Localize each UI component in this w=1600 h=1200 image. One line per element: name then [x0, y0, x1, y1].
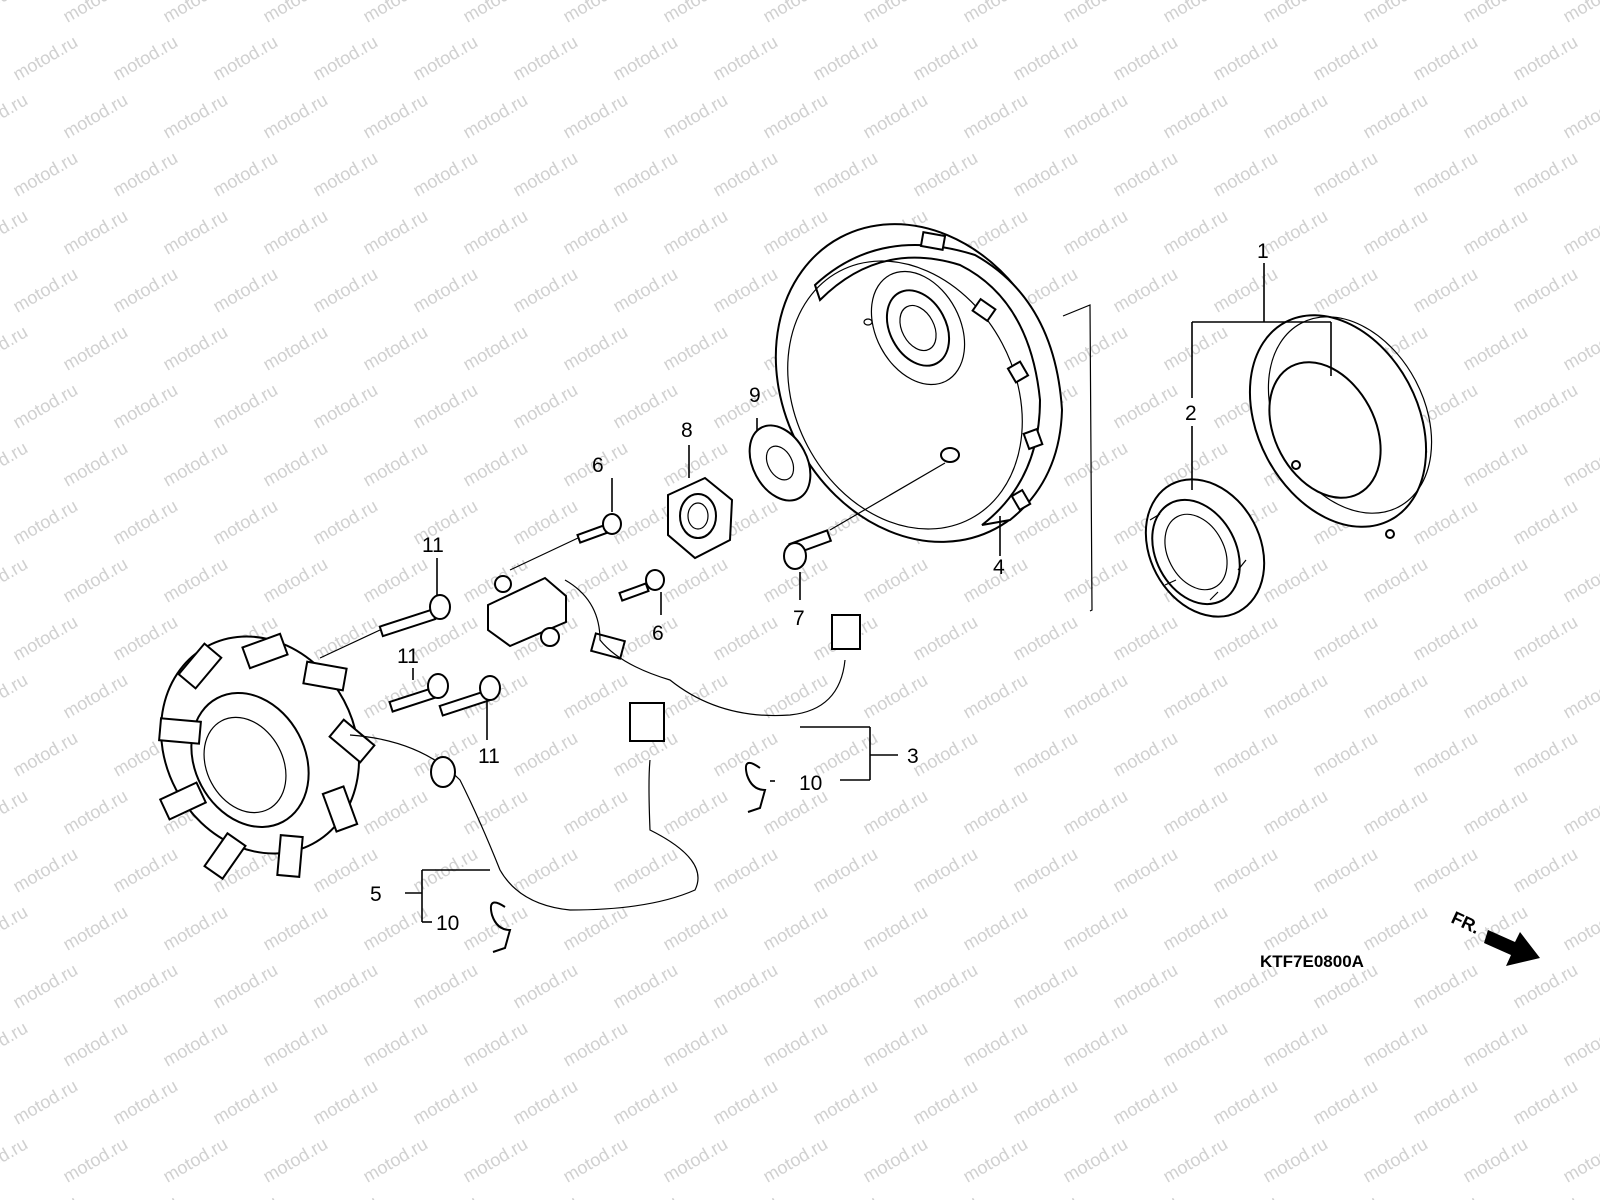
starter-driven-gear [1248, 314, 1433, 539]
stator-bolts [319, 594, 501, 717]
front-arrow: FR. [1448, 907, 1540, 966]
callout-11-middle: 11 [397, 645, 419, 668]
flange-nut [667, 476, 734, 560]
callout-2: 2 [1185, 402, 1197, 425]
wire-harness-3 [564, 579, 861, 717]
starter-clutch [1144, 478, 1266, 618]
callout-8: 8 [681, 419, 693, 442]
washer [748, 424, 812, 502]
leader-lines [405, 263, 1332, 923]
callout-10-upper: 10 [799, 772, 822, 795]
callout-3: 3 [907, 745, 919, 768]
callout-9: 9 [749, 384, 761, 407]
arrow-right-down-icon [1484, 930, 1540, 966]
callout-11-bottom: 11 [478, 745, 500, 768]
wire-harness-5 [349, 702, 699, 911]
callout-5: 5 [370, 883, 382, 906]
stator-coil [158, 632, 376, 881]
callout-7: 7 [793, 607, 805, 630]
pulse-generator [487, 575, 627, 660]
flywheel-rotor [774, 223, 1093, 612]
flywheel-bolt [783, 462, 946, 570]
screw-6-lower [618, 569, 665, 602]
front-label: FR. [1448, 907, 1483, 937]
cable-clip-upper [744, 761, 767, 813]
diagram-code: KTF7E0800A [1260, 952, 1364, 971]
screw-6-upper [509, 513, 622, 571]
cable-clip-lower [489, 901, 512, 953]
callout-6-upper: 6 [592, 454, 604, 477]
callout-6-lower: 6 [652, 622, 664, 645]
callout-1: 1 [1257, 240, 1269, 263]
callout-4: 4 [993, 556, 1005, 579]
callout-11-top: 11 [422, 534, 444, 557]
callout-10-lower: 10 [436, 912, 459, 935]
